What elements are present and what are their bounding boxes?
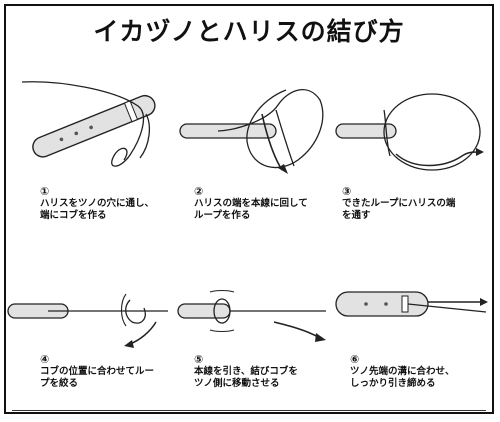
step-6-illustration xyxy=(335,291,488,317)
step-1-illustration xyxy=(21,81,156,167)
step-1-caption: ① ハリスをツノの穴に通し、 端にコブを作る xyxy=(40,186,190,222)
step-5-number: ⑤ xyxy=(194,353,204,366)
step-1-text: ハリスをツノの穴に通し、 端にコブを作る xyxy=(40,198,155,221)
diagram-frame: イカヅノとハリスの結び方 ① ハリスをツノの穴に通し、 端にコブを作る xyxy=(4,4,494,414)
step-4-text: コブの位置に合わせてルー プを絞る xyxy=(40,366,155,389)
step-4-caption: ④ コブの位置に合わせてルー プを絞る xyxy=(40,354,190,390)
step-5-text: 本線を引き、結びコブを ツノ側に移動させる xyxy=(194,366,298,389)
step-5-caption: ⑤ 本線を引き、結びコブを ツノ側に移動させる xyxy=(194,354,344,390)
step-3-caption: ③ できたループにハリスの端 を通す xyxy=(342,186,487,222)
step-2-number: ② xyxy=(194,185,204,198)
step-3-text: できたループにハリスの端 を通す xyxy=(342,198,456,221)
step-4-number: ④ xyxy=(40,353,50,366)
step-6-caption: ⑥ ツノ先端の溝に合わせ、 しっかり引き締める xyxy=(350,354,500,390)
step-3-illustration xyxy=(335,93,484,171)
bottom-divider xyxy=(12,410,486,411)
diagram-title: イカヅノとハリスの結び方 xyxy=(93,17,405,46)
step-6-number: ⑥ xyxy=(350,353,360,366)
step-6-text: ツノ先端の溝に合わせ、 しっかり引き締める xyxy=(350,366,455,389)
step-5-illustration xyxy=(177,290,326,342)
step-2-text: ハリスの端を本線に回して ループを作る xyxy=(194,198,308,221)
step-1-number: ① xyxy=(40,185,50,198)
step-2-caption: ② ハリスの端を本線に回して ループを作る xyxy=(194,186,344,222)
step-4-illustration xyxy=(7,293,168,348)
step-3-number: ③ xyxy=(342,185,352,198)
step-2-illustration xyxy=(179,89,324,174)
